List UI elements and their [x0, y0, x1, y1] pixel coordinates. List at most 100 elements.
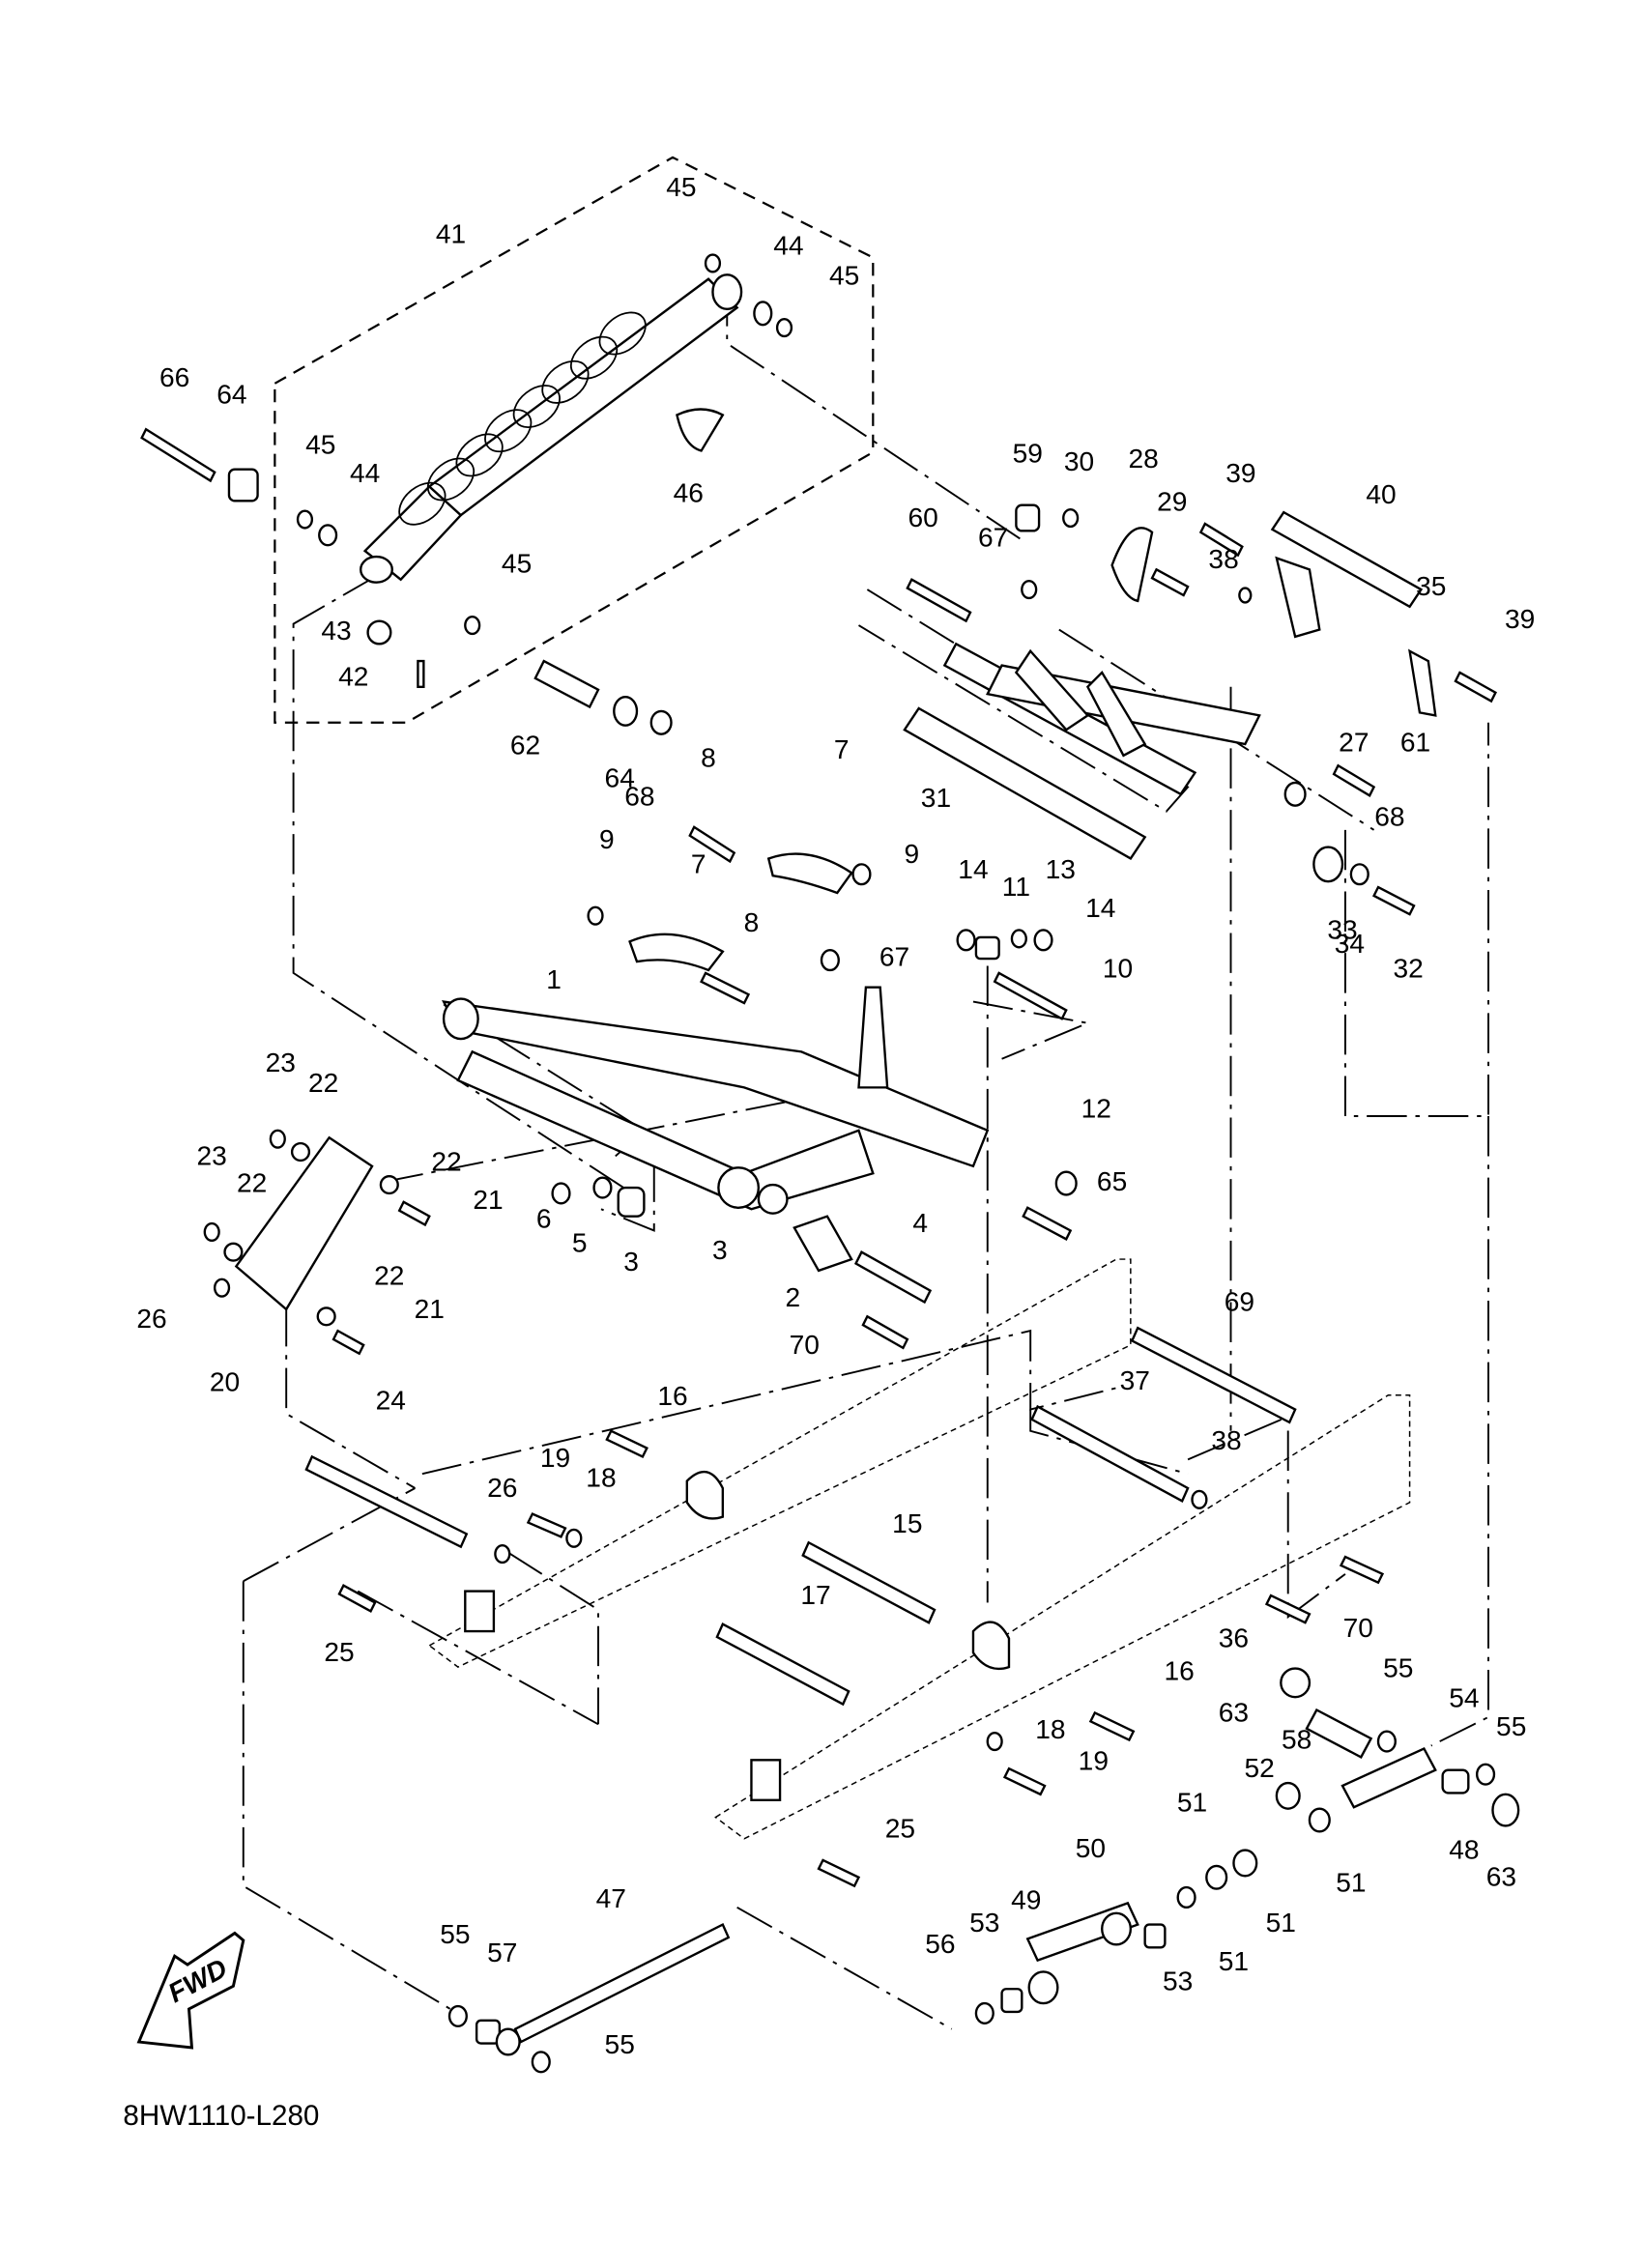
part-label-10[interactable]: 10 — [1103, 953, 1133, 983]
part-label-61[interactable]: 61 — [1400, 727, 1430, 757]
part-label-2[interactable]: 2 — [786, 1282, 801, 1312]
part-label-22[interactable]: 22 — [431, 1146, 461, 1176]
part-label-69[interactable]: 69 — [1225, 1286, 1254, 1316]
part-label-6[interactable]: 6 — [536, 1203, 552, 1233]
part-label-50[interactable]: 50 — [1076, 1833, 1106, 1863]
part-label-63[interactable]: 63 — [1219, 1697, 1249, 1727]
part-label-42[interactable]: 42 — [338, 661, 368, 691]
part-label-37[interactable]: 37 — [1120, 1365, 1150, 1395]
part-label-18[interactable]: 18 — [586, 1463, 616, 1493]
part-label-30[interactable]: 30 — [1064, 446, 1094, 476]
part-label-22[interactable]: 22 — [308, 1068, 338, 1098]
part-label-25[interactable]: 25 — [324, 1637, 354, 1667]
part-label-25[interactable]: 25 — [885, 1813, 915, 1843]
part-label-20[interactable]: 20 — [210, 1366, 240, 1396]
part-label-57[interactable]: 57 — [487, 1938, 517, 1967]
part-label-68[interactable]: 68 — [624, 782, 654, 812]
part-label-16[interactable]: 16 — [657, 1381, 687, 1411]
part-label-52[interactable]: 52 — [1244, 1753, 1274, 1783]
part-label-41[interactable]: 41 — [436, 219, 466, 249]
part-label-43[interactable]: 43 — [321, 616, 351, 646]
part-label-40[interactable]: 40 — [1366, 479, 1396, 509]
part-label-16[interactable]: 16 — [1165, 1655, 1195, 1685]
part-label-8[interactable]: 8 — [701, 743, 716, 773]
part-label-18[interactable]: 18 — [1035, 1714, 1065, 1744]
front-arm[interactable] — [442, 825, 1078, 1350]
part-label-55[interactable]: 55 — [1383, 1652, 1413, 1682]
part-label-70[interactable]: 70 — [790, 1330, 820, 1360]
part-label-53[interactable]: 53 — [1163, 1967, 1193, 1996]
part-label-23[interactable]: 23 — [266, 1048, 296, 1077]
part-label-51[interactable]: 51 — [1219, 1946, 1249, 1976]
part-label-36[interactable]: 36 — [1219, 1622, 1249, 1652]
part-label-19[interactable]: 19 — [540, 1443, 570, 1473]
part-label-15[interactable]: 15 — [892, 1508, 922, 1538]
part-label-23[interactable]: 23 — [197, 1140, 227, 1170]
part-label-26[interactable]: 26 — [487, 1473, 517, 1503]
part-label-70[interactable]: 70 — [1343, 1613, 1373, 1643]
part-label-7[interactable]: 7 — [834, 734, 850, 764]
slide-rails[interactable] — [427, 1258, 1411, 1840]
part-label-58[interactable]: 58 — [1282, 1724, 1312, 1754]
part-label-21[interactable]: 21 — [415, 1294, 445, 1324]
part-label-1[interactable]: 1 — [546, 964, 562, 994]
part-label-7[interactable]: 7 — [691, 848, 706, 878]
part-label-35[interactable]: 35 — [1416, 571, 1446, 601]
part-label-49[interactable]: 49 — [1011, 1884, 1041, 1914]
part-label-59[interactable]: 59 — [1013, 438, 1043, 468]
part-label-12[interactable]: 12 — [1081, 1093, 1111, 1123]
part-label-31[interactable]: 31 — [921, 783, 951, 813]
part-label-9[interactable]: 9 — [599, 824, 615, 854]
shock-absorber[interactable] — [360, 273, 743, 584]
part-label-21[interactable]: 21 — [473, 1185, 503, 1215]
part-label-48[interactable]: 48 — [1449, 1835, 1479, 1865]
part-label-66[interactable]: 66 — [159, 362, 189, 392]
part-label-17[interactable]: 17 — [800, 1580, 830, 1610]
part-label-44[interactable]: 44 — [773, 231, 803, 261]
part-label-39[interactable]: 39 — [1225, 458, 1255, 488]
part-label-38[interactable]: 38 — [1211, 1425, 1241, 1455]
part-label-38[interactable]: 38 — [1208, 544, 1238, 574]
part-label-32[interactable]: 32 — [1393, 953, 1423, 983]
part-label-11[interactable]: 11 — [1002, 872, 1030, 902]
part-label-55[interactable]: 55 — [440, 1919, 470, 1949]
part-label-3[interactable]: 3 — [623, 1247, 639, 1277]
part-label-54[interactable]: 54 — [1449, 1683, 1479, 1713]
part-label-68[interactable]: 68 — [1374, 801, 1404, 831]
part-label-44[interactable]: 44 — [350, 458, 380, 488]
part-label-62[interactable]: 62 — [510, 730, 540, 760]
part-label-14[interactable]: 14 — [958, 854, 988, 884]
part-label-64[interactable]: 64 — [605, 762, 635, 792]
part-label-28[interactable]: 28 — [1129, 444, 1159, 474]
part-label-4[interactable]: 4 — [912, 1208, 928, 1238]
part-label-22[interactable]: 22 — [237, 1167, 267, 1197]
part-label-45[interactable]: 45 — [829, 261, 859, 291]
part-label-27[interactable]: 27 — [1339, 727, 1369, 757]
part-label-24[interactable]: 24 — [376, 1386, 406, 1416]
part-label-14[interactable]: 14 — [1085, 893, 1115, 923]
rear-link-plate[interactable] — [203, 1129, 431, 1356]
part-label-56[interactable]: 56 — [925, 1929, 955, 1959]
part-label-51[interactable]: 51 — [1177, 1788, 1207, 1818]
part-label-3[interactable]: 3 — [712, 1235, 728, 1265]
part-label-55[interactable]: 55 — [605, 2029, 635, 2059]
part-label-45[interactable]: 45 — [666, 172, 696, 202]
part-label-9[interactable]: 9 — [904, 839, 919, 869]
part-label-53[interactable]: 53 — [969, 1908, 999, 1938]
part-label-26[interactable]: 26 — [136, 1304, 166, 1334]
part-label-60[interactable]: 60 — [908, 502, 937, 532]
part-label-46[interactable]: 46 — [674, 478, 704, 508]
part-label-45[interactable]: 45 — [305, 429, 335, 459]
upper-rail-assembly[interactable] — [986, 648, 1261, 758]
part-label-34[interactable]: 34 — [1335, 929, 1365, 959]
part-label-22[interactable]: 22 — [374, 1261, 404, 1291]
part-label-55[interactable]: 55 — [1496, 1711, 1526, 1741]
part-label-64[interactable]: 64 — [216, 380, 246, 410]
part-label-39[interactable]: 39 — [1505, 604, 1535, 634]
part-label-47[interactable]: 47 — [596, 1883, 626, 1913]
part-label-51[interactable]: 51 — [1266, 1908, 1296, 1938]
part-label-67[interactable]: 67 — [879, 942, 909, 972]
part-label-67[interactable]: 67 — [978, 523, 1008, 553]
part-label-65[interactable]: 65 — [1097, 1166, 1127, 1196]
part-label-63[interactable]: 63 — [1486, 1862, 1516, 1892]
